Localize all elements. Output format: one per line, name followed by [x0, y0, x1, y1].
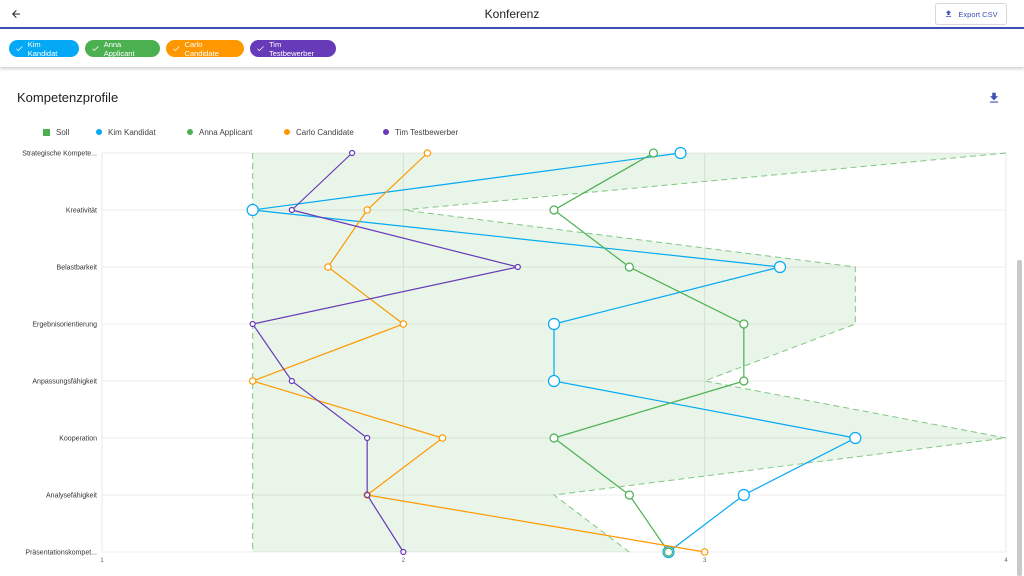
check-icon [16, 46, 23, 52]
y-tick-label: Strategische Kompete... [22, 151, 97, 158]
data-point-tim-testbewerber [249, 320, 256, 328]
export-csv-button[interactable]: Export CSV [935, 3, 1007, 25]
data-point-anna-applicant [624, 490, 634, 500]
data-point-anna-applicant [549, 205, 559, 215]
data-point-tim-testbewerber [400, 548, 407, 556]
legend-carlo-candidate[interactable]: Carlo Candidate [284, 126, 354, 138]
data-point-kim-kandidat [737, 488, 750, 502]
x-tick-label: 3 [703, 558, 707, 564]
x-tick-label: 4 [1004, 558, 1008, 564]
series-line-tim-testbewerber [251, 152, 518, 553]
legend-label: Kim Kandidat [108, 127, 156, 137]
data-point-tim-testbewerber [514, 263, 521, 271]
data-point-anna-applicant [739, 376, 749, 386]
legend-circle-marker [383, 129, 389, 135]
candidate-filter-bar: Kim Kandidat Anna Applicant Carlo Candid… [0, 31, 1024, 67]
y-tick-label: Kreativität [66, 208, 97, 215]
data-point-carlo-candidate [700, 548, 709, 556]
legend-circle-marker [284, 129, 290, 135]
data-point-tim-testbewerber [349, 149, 356, 157]
check-icon [173, 46, 180, 51]
data-point-anna-applicant [739, 319, 749, 329]
legend-label: Soll [56, 127, 70, 137]
y-tick-label: Ergebnisorientierung [32, 322, 97, 329]
chip-label: Kim Kandidat [27, 39, 58, 58]
data-point-anna-applicant [648, 148, 659, 158]
y-tick-label: Belastbarkeit [57, 265, 98, 272]
x-tick-label: 1 [100, 558, 104, 564]
legend-circle-marker [187, 129, 193, 135]
data-point-carlo-candidate [248, 377, 257, 385]
data-point-kim-kandidat [547, 374, 561, 388]
arrow-left-icon [12, 10, 20, 18]
data-point-anna-applicant [663, 547, 674, 557]
y-tick-label: Anpassungsfähigkeit [32, 379, 97, 386]
legend-tim-testbewerber[interactable]: Tim Testbewerber [383, 126, 458, 138]
legend-kim-kandidat[interactable]: Kim Kandidat [96, 126, 156, 138]
export-csv-label: Export CSV [958, 9, 998, 19]
chip-tim-testbewerber[interactable]: Tim Testbewerber [250, 39, 336, 58]
y-tick-label: Kooperation [59, 436, 97, 443]
legend-square-marker [43, 128, 50, 136]
section-title: Kompetenzprofile [17, 90, 119, 105]
legend-circle-marker [96, 129, 102, 135]
chip-label: Anna Applicant [103, 39, 135, 58]
chip-carlo-candidate[interactable]: Carlo Candidate [166, 39, 244, 58]
legend-anna-applicant[interactable]: Anna Applicant [187, 126, 252, 138]
download-icon [989, 92, 999, 103]
check-icon [92, 46, 99, 52]
scrollbar[interactable] [1017, 260, 1022, 576]
data-point-kim-kandidat [773, 260, 787, 274]
data-point-carlo-candidate [324, 263, 332, 271]
app-bar: Konferenz Export CSV [0, 0, 1024, 29]
series-line-kim-kandidat [252, 152, 858, 553]
data-point-tim-testbewerber [364, 491, 371, 499]
chip-label: Tim Testbewerber [268, 39, 314, 58]
data-point-tim-testbewerber [364, 434, 371, 442]
chip-anna-applicant[interactable]: Anna Applicant [85, 39, 160, 58]
legend-label: Tim Testbewerber [395, 127, 459, 137]
y-tick-label: Präsentationskompet... [25, 550, 97, 557]
series-line-anna-applicant [552, 152, 745, 553]
check-icon [257, 46, 264, 52]
upload-icon [946, 10, 952, 17]
y-tick-label: Analysefähigkeit [46, 493, 97, 500]
chip-label: Carlo Candidate [184, 39, 219, 58]
data-point-kim-kandidat [674, 146, 687, 160]
data-point-carlo-candidate [399, 320, 408, 328]
data-point-carlo-candidate [438, 434, 447, 442]
data-point-kim-kandidat [547, 317, 561, 331]
data-point-anna-applicant [549, 433, 559, 443]
data-point-tim-testbewerber [288, 377, 295, 385]
back-button[interactable] [6, 4, 26, 24]
data-point-carlo-candidate [423, 149, 432, 157]
legend-soll[interactable]: Soll [43, 126, 69, 138]
chip-kim-kandidat[interactable]: Kim Kandidat [9, 39, 79, 58]
legend-label: Carlo Candidate [296, 127, 354, 137]
legend-label: Anna Applicant [199, 127, 253, 137]
data-point-kim-kandidat [246, 203, 259, 217]
data-point-tim-testbewerber [288, 206, 295, 214]
x-tick-label: 2 [402, 558, 406, 564]
soll-band-area [252, 153, 1006, 552]
data-point-kim-kandidat [849, 431, 862, 445]
soll-band-upper [403, 152, 1007, 553]
series-line-carlo-candidate [250, 152, 705, 553]
data-point-carlo-candidate [363, 206, 371, 214]
page-title: Konferenz [484, 7, 540, 21]
download-chart-button[interactable] [987, 91, 1001, 105]
data-point-anna-applicant [624, 262, 634, 272]
